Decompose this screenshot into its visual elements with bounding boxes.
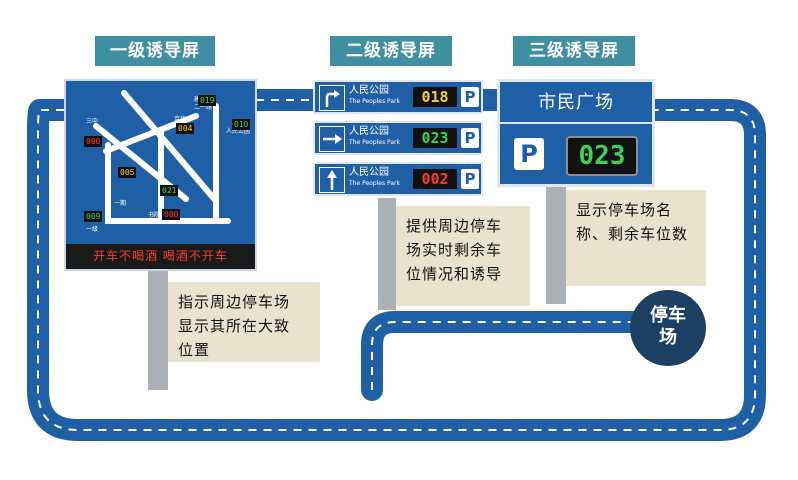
map-label-6: 人民公园 bbox=[226, 128, 250, 135]
level3-divider bbox=[500, 122, 652, 124]
level2-row-1-count: 018 bbox=[413, 87, 457, 107]
level2-row-2-name-en: The Peoples Park bbox=[349, 139, 400, 146]
tag-level2: 二级诱导屏 bbox=[330, 36, 452, 66]
map-label-7: 一期 bbox=[114, 199, 126, 207]
parking-p-icon: P bbox=[461, 169, 479, 189]
inner-road bbox=[361, 311, 681, 401]
level2-row-1-name-en: The Peoples Park bbox=[349, 98, 400, 105]
parking-lot-circle: 停车 场 bbox=[630, 290, 706, 366]
led-count-1: 019 bbox=[198, 95, 217, 106]
map-label-4: 三中 bbox=[86, 117, 98, 125]
note-level3-line-2: 称、剩余车位数 bbox=[576, 225, 689, 243]
pole-level3 bbox=[546, 186, 566, 304]
note-level1-line-3: 位置 bbox=[178, 341, 211, 359]
parking-lot-label-2: 场 bbox=[659, 327, 677, 348]
led-count-7: 000 bbox=[162, 209, 181, 220]
led-count-3: 010 bbox=[232, 119, 251, 130]
level2-row-1-name: 人民公园 bbox=[349, 85, 389, 96]
level3-sign: 市民广场 P 023 bbox=[497, 79, 655, 187]
led-count-8: 009 bbox=[84, 211, 103, 222]
level2-row-3: 人民公园 The Peoples Park 002 P bbox=[313, 162, 483, 196]
level2-row-2: 人民公园 The Peoples Park 023 P bbox=[313, 121, 483, 155]
level2-row-2-name: 人民公园 bbox=[349, 126, 389, 137]
note-level1: 指示周边停车场 显示其所在大致 位置 bbox=[168, 282, 320, 362]
level2-row-3-name: 人民公园 bbox=[349, 167, 389, 178]
level1-ticker: 开车不喝酒 喝酒不开车 bbox=[66, 244, 255, 269]
level3-count: 023 bbox=[566, 136, 638, 176]
note-level1-line-2: 显示其所在大致 bbox=[178, 317, 291, 335]
led-count-4: 000 bbox=[84, 136, 103, 147]
right-arrow-icon bbox=[319, 126, 345, 152]
right-turn-arrow-icon bbox=[319, 85, 345, 111]
tag-level1: 一级诱导屏 bbox=[95, 36, 215, 66]
tag-level3: 三级诱导屏 bbox=[513, 36, 635, 66]
parking-lot-label-1: 停车 bbox=[650, 305, 686, 326]
level2-row-3-count: 002 bbox=[413, 169, 457, 189]
level2-row-1: 人民公园 The Peoples Park 018 P bbox=[313, 80, 483, 114]
level1-sign: 建设路 书院路 二一路 三中 京华 人民公园 一期 一级 019 004 010… bbox=[64, 79, 257, 271]
note-level3: 显示停车场名 称、剩余车位数 bbox=[566, 190, 706, 286]
note-level2: 提供周边停车 场实时剩余车 位情况和诱导 bbox=[396, 206, 530, 306]
note-level2-line-3: 位情况和诱导 bbox=[406, 265, 503, 283]
parking-p-icon: P bbox=[514, 138, 544, 170]
map-label-3: 二一路 bbox=[194, 103, 212, 111]
note-level1-line-1: 指示周边停车场 bbox=[178, 293, 291, 311]
parking-p-icon: P bbox=[461, 128, 479, 148]
map-label-8: 一级 bbox=[86, 225, 98, 233]
note-level3-line-1: 显示停车场名 bbox=[576, 201, 673, 219]
pole-level2 bbox=[378, 198, 396, 310]
led-count-6: 021 bbox=[160, 185, 179, 196]
led-count-5: 005 bbox=[118, 167, 137, 178]
level3-title: 市民广场 bbox=[538, 92, 614, 113]
led-count-2: 004 bbox=[176, 123, 195, 134]
up-arrow-icon bbox=[319, 167, 345, 193]
map-label-5: 京华 bbox=[174, 115, 186, 123]
note-level2-line-2: 场实时剩余车 bbox=[406, 241, 503, 259]
level2-row-2-count: 023 bbox=[413, 128, 457, 148]
pole-level1 bbox=[148, 268, 168, 390]
map-label-2: 书院路 bbox=[148, 211, 166, 219]
note-level2-line-1: 提供周边停车 bbox=[406, 217, 503, 235]
parking-p-icon: P bbox=[461, 87, 479, 107]
level2-row-3-name-en: The Peoples Park bbox=[349, 180, 400, 187]
